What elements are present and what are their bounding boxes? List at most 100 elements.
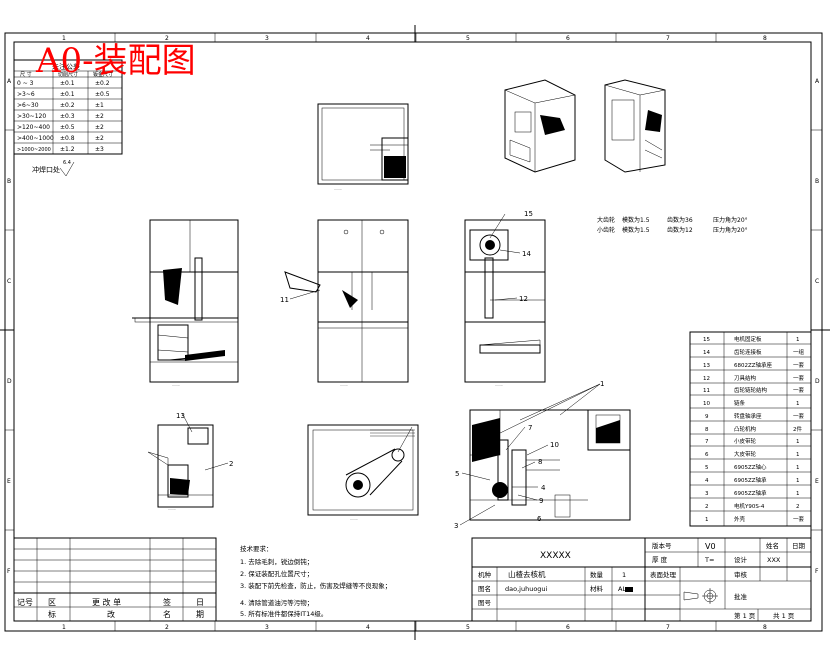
tolerance-row-size: >400~1000: [17, 135, 54, 142]
bom-item-name: 6905ZZ轴承: [734, 476, 767, 484]
bottom-center-view: ........: [307, 424, 419, 521]
revision-label-mark: 记号: [17, 598, 33, 607]
qty-label: 数量: [590, 570, 604, 579]
bom-item-name: 外壳: [734, 515, 746, 523]
gear-spec-module: 模数为1.5: [622, 216, 650, 224]
tolerance-table: 未注公差 尺 寸 切削尺寸 钣金尺寸 0 ~ 3 ±0.1 ±0.2 >3~6 …: [13, 59, 123, 155]
view-label: ........: [495, 383, 503, 387]
grid-row-f: F: [7, 568, 11, 575]
bom-item-qty: 1: [796, 491, 800, 497]
revision-label-date: 日: [196, 598, 204, 607]
grid-col-4: 4: [366, 35, 370, 42]
name-label: 姓名: [766, 541, 779, 550]
grid-col-labels-top: 1 2 3 4 5 6 7 8: [62, 35, 767, 42]
revision-label-sign: 签: [163, 597, 171, 607]
bom-item-name: 刀具结构: [734, 374, 757, 382]
callout-2: 2: [229, 460, 233, 468]
callout-7: 7: [528, 424, 532, 432]
tolerance-row-sheet: ±2: [95, 135, 104, 142]
tolerance-row-sheet: ±0.2: [95, 80, 110, 87]
tolerance-row-size: >3~6: [17, 91, 35, 98]
approve-label: 批准: [734, 592, 748, 601]
bom-item-name: 齿轮连接板: [734, 348, 762, 356]
bom-table: 15 电机固定板 1 14 齿轮连接板 一组 13 6802ZZ轴承座 一套 1…: [689, 331, 812, 527]
bottom-left-view: ........: [147, 424, 214, 511]
grid-row-b: B: [7, 178, 11, 185]
tolerance-row-cut: ±0.3: [60, 113, 75, 120]
bom-item-qty: 2件: [793, 425, 802, 433]
tolerance-row-size: >120~400: [17, 124, 50, 131]
design-label: 设计: [734, 555, 748, 564]
tolerance-row-cut: ±1.2: [60, 146, 75, 153]
page-label: 第 1 页: [734, 611, 756, 620]
tolerance-row-sheet: ±3: [95, 146, 104, 153]
material-value: AL: [618, 585, 626, 593]
grid-col-6-bottom: 6: [566, 624, 570, 631]
view-label: ........: [334, 187, 342, 191]
bom-item-name: 6802ZZ轴承座: [734, 361, 773, 369]
tolerance-row-sheet: ±1: [95, 102, 104, 109]
bom-item-qty: 一套: [793, 515, 805, 523]
tech-requirement-item: 1. 去除毛刺，锐边倒钝；: [240, 557, 313, 566]
tolerance-header-size: 尺 寸: [20, 71, 32, 78]
tolerance-row-sheet: ±2: [95, 113, 104, 120]
drawing-no-label: 图号: [478, 599, 492, 607]
grid-row-d: D: [7, 378, 12, 385]
bom-item-no: 2: [705, 504, 709, 510]
outer-border: [4, 32, 823, 632]
tolerance-row-size: >1000~2000: [17, 147, 51, 153]
grid-row-e: E: [7, 478, 11, 485]
bom-item-no: 15: [703, 337, 710, 343]
grid-col-4-bottom: 4: [366, 624, 370, 631]
tolerance-row-size: >6~30: [17, 102, 39, 109]
callout-4: 4: [541, 484, 546, 492]
qty-value: 1: [622, 571, 626, 579]
bom-item-no: 11: [703, 388, 710, 394]
view-label: ........: [350, 517, 358, 521]
grid-row-c: C: [7, 278, 11, 285]
grid-col-7: 7: [666, 35, 670, 42]
grid-row-a-right: A: [815, 78, 820, 85]
tolerance-row-sheet: ±2: [95, 124, 104, 131]
projection-symbol-icon: [683, 588, 718, 604]
bom-item-name: 凸轮机构: [734, 425, 757, 433]
gear-spec-name: 小齿轮: [597, 226, 615, 234]
tolerance-row-size: >30~120: [17, 113, 46, 120]
grid-row-d-right: D: [815, 378, 820, 385]
tolerance-row-cut: ±0.5: [60, 124, 75, 131]
bom-item-qty: 1: [796, 439, 800, 445]
bom-item-name: 电机Y90S-4: [734, 502, 765, 510]
bom-item-qty: 一组: [793, 348, 805, 356]
tolerance-title: 未注公差: [52, 62, 80, 71]
callout-3: 3: [454, 522, 458, 530]
revision-label-mark2: 标: [48, 609, 56, 619]
gear-spec-teeth: 齿数为12: [667, 226, 693, 234]
view-label: ........: [172, 383, 180, 387]
callout-5: 5: [455, 470, 459, 478]
callout-1: 1: [600, 380, 604, 388]
grid-col-6: 6: [566, 35, 570, 42]
callout-12: 12: [519, 295, 528, 303]
grid-col-2: 2: [165, 35, 169, 42]
grid-col-8-bottom: 8: [763, 624, 767, 631]
bom-item-qty: 1: [796, 465, 800, 471]
roughness-symbol-icon: [59, 161, 75, 177]
view-label: ........: [340, 383, 348, 387]
bom-item-no: 14: [703, 350, 710, 356]
tolerance-row-sheet: ±0.5: [95, 91, 110, 98]
grid-row-c-right: C: [815, 278, 819, 285]
bom-item-no: 1: [705, 517, 709, 523]
surface-note-label: 冲焊口处: [32, 165, 60, 174]
grid-col-3-bottom: 3: [265, 624, 269, 631]
grid-col-3: 3: [265, 35, 269, 42]
surface-note: 冲焊口处 6.4: [32, 160, 75, 177]
tech-requirements: 技术要求： 1. 去除毛刺，锐边倒钝； 2. 保证装配孔位置尺寸； 3. 装配下…: [240, 544, 391, 618]
gear-spec-name: 大齿轮: [597, 216, 615, 224]
bom-item-name: 电机固定板: [734, 335, 762, 343]
tolerance-header-sheet: 钣金尺寸: [93, 71, 113, 78]
bom-item-name: 6905ZZ轴承: [734, 489, 767, 497]
callout-8: 8: [538, 458, 542, 466]
callout-15: 15: [524, 210, 533, 218]
grid-col-1-bottom: 1: [62, 624, 66, 631]
